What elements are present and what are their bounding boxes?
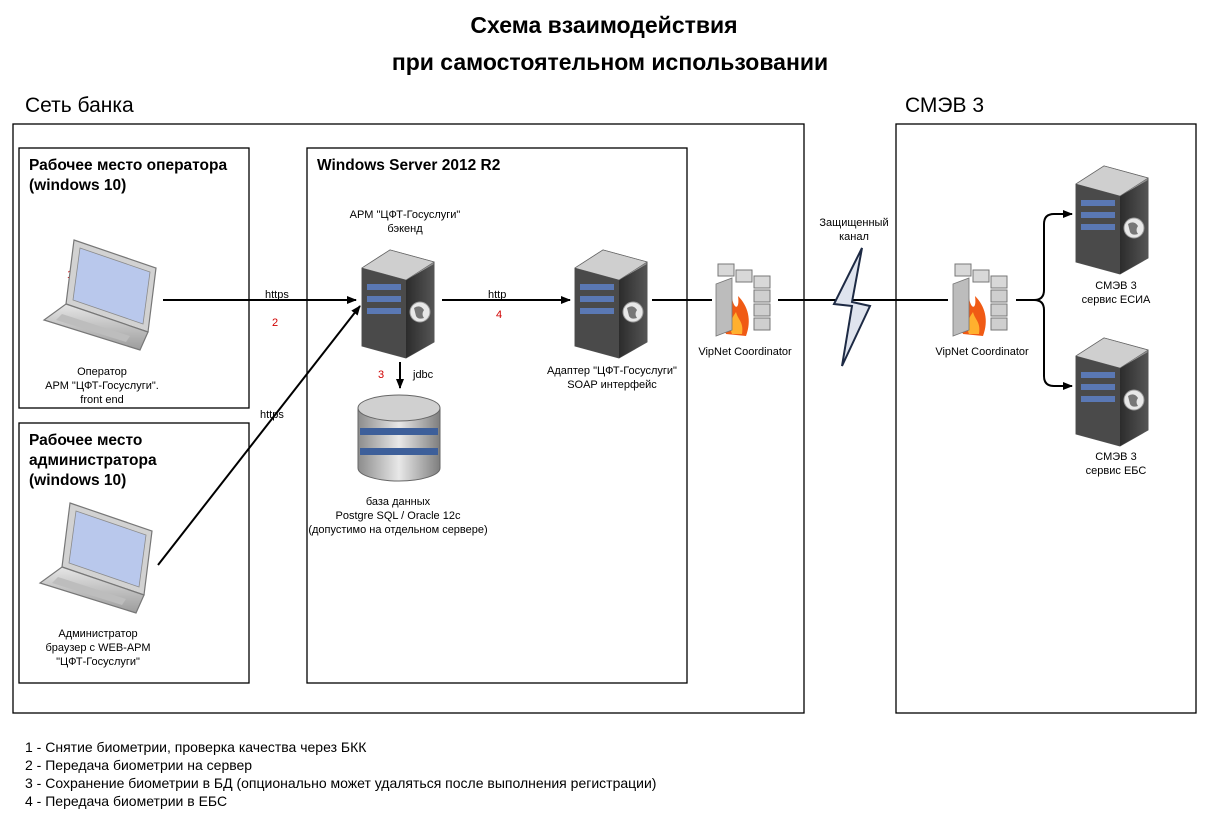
bank-network-box: [12, 123, 805, 714]
step-number-3: 3: [378, 369, 384, 381]
backend-label-line1: АРМ "ЦФТ-Госуслуги": [350, 209, 461, 221]
database-label-line1: база данных: [366, 496, 431, 508]
backend-label-line2: бэкенд: [387, 223, 423, 235]
database-label-line3: (допустимо на отдельном сервере): [308, 524, 487, 536]
label-secure-channel-line2: канал: [839, 231, 869, 243]
legend-item-2: 2 - Передача биометрии на сервер: [25, 757, 252, 773]
label-https-admin: https: [260, 409, 284, 421]
legend-item-4: 4 - Передача биометрии в ЕБС: [25, 793, 227, 809]
server-box-title: Windows Server 2012 R2: [317, 157, 500, 174]
vipnet-bank-firewall-icon: [715, 263, 771, 337]
ebs-label-line2: сервис ЕБС: [1086, 465, 1147, 477]
operator-laptop-icon: [43, 239, 157, 351]
operator-box-title-line1: Рабочее место оператора: [29, 157, 227, 174]
vipnet-smev-label: VipNet Coordinator: [935, 346, 1029, 358]
admin-box-title-line3: (windows 10): [29, 472, 126, 489]
database-label-line2: Postgre SQL / Oracle 12c: [336, 510, 461, 522]
step-number-4: 4: [496, 309, 502, 321]
admin-workplace-box: [18, 422, 250, 684]
smev-network-box: [895, 123, 1197, 714]
operator-label-line2: АРМ "ЦФТ-Госуслуги".: [45, 380, 159, 392]
connection-vipnet-ebs: [1016, 299, 1073, 390]
operator-label-line1: Оператор: [77, 366, 127, 378]
admin-label-line2: браузер с WEB-АРМ: [45, 642, 150, 654]
secure-channel-icon: [832, 247, 872, 367]
admin-box-title-line1: Рабочее место: [29, 432, 142, 449]
operator-label-line3: front end: [80, 394, 123, 406]
admin-label-line3: "ЦФТ-Госуслуги": [56, 656, 140, 668]
label-jdbc: jdbc: [412, 369, 434, 381]
ebs-label-line1: СМЭВ 3: [1095, 451, 1136, 463]
label-http-adapter: http: [488, 289, 506, 301]
connection-vipnet-esia: [1016, 210, 1073, 301]
zone-label-smev: СМЭВ 3: [905, 94, 984, 117]
admin-label-line1: Администратор: [58, 628, 137, 640]
legend-item-1: 1 - Снятие биометрии, проверка качества …: [25, 739, 367, 755]
esia-server-icon: [1075, 165, 1149, 275]
diagram-title-line2: при самостоятельном использовании: [392, 49, 828, 75]
label-secure-channel-line1: Защищенный: [819, 217, 888, 229]
adapter-server-icon: [574, 249, 648, 359]
backend-server-icon: [361, 249, 435, 359]
ebs-server-icon: [1075, 337, 1149, 447]
step-number-2: 2: [272, 317, 278, 329]
windows-server-box: [306, 147, 688, 684]
adapter-label-line2: SOAP интерфейс: [567, 379, 657, 391]
connection-admin-backend: [157, 305, 361, 566]
zone-label-bank: Сеть банка: [25, 94, 134, 117]
vipnet-bank-label: VipNet Coordinator: [698, 346, 792, 358]
esia-label-line1: СМЭВ 3: [1095, 280, 1136, 292]
diagram-title-line1: Схема взаимодействия: [470, 12, 737, 38]
admin-laptop-icon: [39, 502, 153, 614]
vipnet-smev-firewall-icon: [952, 263, 1008, 337]
admin-box-title-line2: администратора: [29, 452, 157, 469]
esia-label-line2: сервис ЕСИА: [1082, 294, 1151, 306]
operator-workplace-box: [18, 147, 250, 409]
database-icon: [357, 394, 441, 482]
adapter-label-line1: Адаптер "ЦФТ-Госуслуги": [547, 365, 677, 377]
operator-box-title-line2: (windows 10): [29, 177, 126, 194]
legend-item-3: 3 - Сохранение биометрии в БД (опциональ…: [25, 775, 656, 791]
label-https-operator: https: [265, 289, 289, 301]
